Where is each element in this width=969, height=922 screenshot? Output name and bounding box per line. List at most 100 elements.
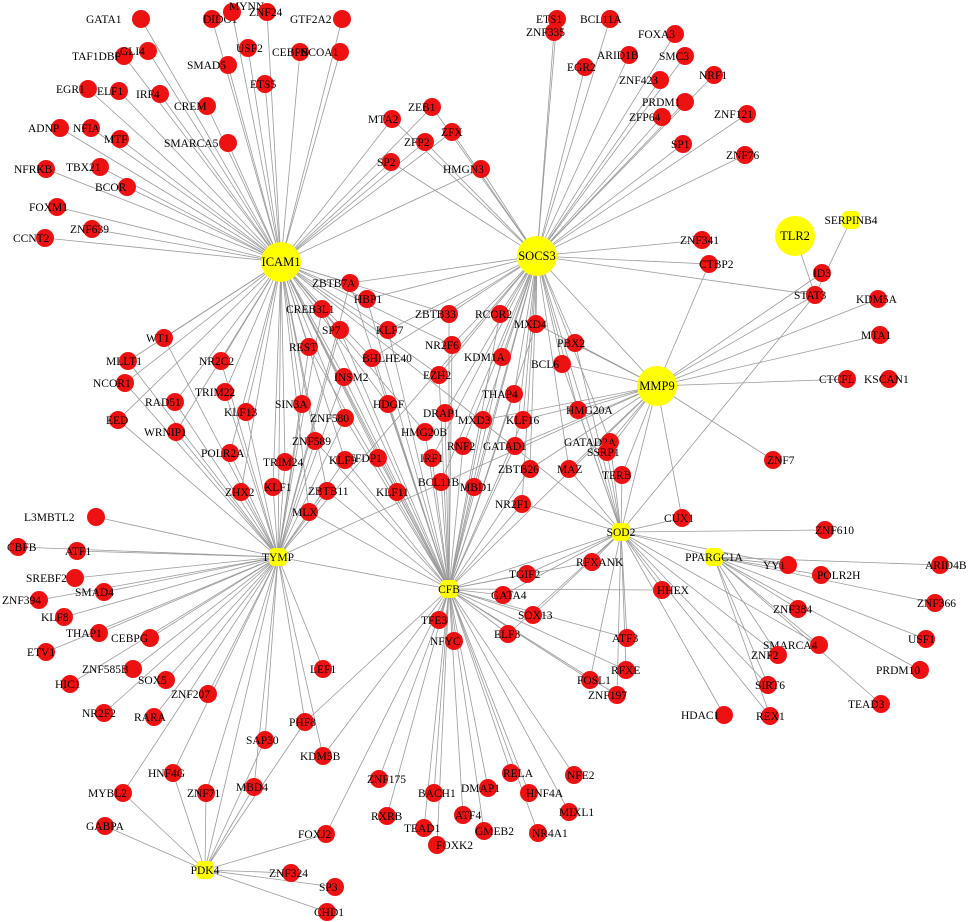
- node-marker-klf7[interactable]: [379, 321, 397, 339]
- node-rad51[interactable]: RAD51: [145, 393, 184, 411]
- node-marker-arid4b[interactable]: [931, 556, 949, 574]
- node-marker-znf197[interactable]: [608, 686, 626, 704]
- node-marker-mynn[interactable]: [223, 3, 241, 21]
- node-nfrkb[interactable]: NFRKB: [14, 160, 55, 178]
- node-marker-crem[interactable]: [198, 97, 216, 115]
- node-smad5[interactable]: SMAD5: [187, 56, 237, 74]
- node-mmp9[interactable]: MMP9: [637, 366, 677, 406]
- node-marker-bcl11b[interactable]: [432, 473, 450, 491]
- node-marker-ncor1[interactable]: [116, 374, 134, 392]
- node-nfia[interactable]: NFIA: [73, 119, 101, 137]
- node-znf423[interactable]: ZNF423: [619, 71, 669, 89]
- node-znf335[interactable]: ZNF335: [526, 23, 565, 41]
- node-znf639[interactable]: ZNF639: [70, 220, 109, 238]
- node-zfp64[interactable]: ZFP64: [629, 108, 671, 126]
- node-polr2h[interactable]: POLR2H: [812, 566, 860, 584]
- node-mixl1[interactable]: MIXL1: [559, 803, 594, 821]
- node-marker-pbx2[interactable]: [566, 334, 584, 352]
- node-zbtb7a[interactable]: ZBTB7A: [312, 274, 359, 292]
- node-rest[interactable]: REST: [289, 338, 318, 356]
- node-marker-kdm5a[interactable]: [869, 290, 887, 308]
- node-irf1[interactable]: IRF1: [420, 449, 444, 467]
- node-marker-rnf2[interactable]: [454, 437, 472, 455]
- node-marker-fosl1[interactable]: [581, 671, 599, 689]
- node-marker-rad51[interactable]: [166, 393, 184, 411]
- node-zfx[interactable]: ZFX: [441, 123, 463, 141]
- node-ctcfl[interactable]: CTCFL: [819, 370, 856, 388]
- node-pdk4[interactable]: PDK4: [191, 861, 220, 879]
- node-marker-etv1[interactable]: [37, 643, 55, 661]
- node-marker-znf610[interactable]: [816, 521, 834, 539]
- node-marker-znf71[interactable]: [197, 784, 215, 802]
- node-mta2[interactable]: MTA2: [368, 110, 401, 128]
- node-marker-sod2[interactable]: [612, 523, 630, 541]
- node-atf4[interactable]: ATF4: [454, 806, 481, 824]
- node-wt1[interactable]: WT1: [146, 329, 173, 347]
- node-gata4[interactable]: GATA4: [491, 586, 527, 604]
- node-foxk2[interactable]: FOXK2: [428, 836, 473, 854]
- node-marker-elf3[interactable]: [499, 625, 517, 643]
- node-sod2[interactable]: SOD2: [607, 523, 636, 541]
- node-marker-maz[interactable]: [560, 460, 578, 478]
- node-marker-hnf4a[interactable]: [520, 784, 538, 802]
- node-taf1dbp[interactable]: TAF1DBP: [72, 47, 133, 65]
- node-marker-rcor2[interactable]: [491, 305, 509, 323]
- node-drap1[interactable]: DRAP1: [423, 404, 460, 422]
- node-marker-zbtb26[interactable]: [521, 460, 539, 478]
- node-marker-tlr2[interactable]: [775, 216, 815, 256]
- node-marker-nfe2[interactable]: [565, 766, 583, 784]
- node-marker-znf7[interactable]: [764, 451, 782, 469]
- node-marker-gmeb2[interactable]: [475, 822, 493, 840]
- node-marker-gabpa[interactable]: [96, 817, 114, 835]
- node-marker-znf121[interactable]: [738, 105, 756, 123]
- node-sap30[interactable]: SAP30: [246, 731, 279, 749]
- node-klf8[interactable]: KLF8: [41, 608, 73, 626]
- node-sin3a[interactable]: SIN3A: [275, 395, 311, 413]
- node-tbx21[interactable]: TBX21: [66, 158, 109, 176]
- node-tfe3[interactable]: TFE3: [421, 611, 448, 629]
- node-gli4[interactable]: GLI4: [120, 42, 157, 60]
- node-bhlhe40[interactable]: BHLHE40: [362, 349, 412, 367]
- node-arid4b[interactable]: ARID4B: [925, 556, 967, 574]
- node-marker-tead1[interactable]: [415, 819, 433, 837]
- node-marker-rfxank[interactable]: [583, 553, 601, 571]
- node-hmg20b[interactable]: HMG20B: [401, 423, 447, 441]
- node-znf610[interactable]: ZNF610: [815, 521, 854, 539]
- node-znf384[interactable]: ZNF384: [773, 600, 812, 618]
- node-marker-klf16[interactable]: [514, 411, 532, 429]
- node-marker-gata1[interactable]: [132, 10, 150, 28]
- node-rfxank[interactable]: RFXANK: [576, 553, 624, 571]
- node-marker-atf3[interactable]: [618, 629, 636, 647]
- node-marker-hhex[interactable]: [653, 581, 671, 599]
- node-ets5[interactable]: ETS5: [250, 75, 276, 93]
- node-bcl11b[interactable]: BCL11B: [418, 473, 459, 491]
- node-marker-sp3[interactable]: [326, 878, 344, 896]
- node-kdm5a[interactable]: KDM5A: [856, 290, 898, 308]
- node-mllt1[interactable]: MLLT1: [106, 352, 142, 370]
- node-rxrb[interactable]: RXRB: [371, 807, 403, 825]
- node-ncoa1[interactable]: NCOA1: [300, 43, 349, 61]
- node-znf121[interactable]: ZNF121: [714, 105, 756, 123]
- node-marker-irf1[interactable]: [423, 449, 441, 467]
- node-klf1[interactable]: KLF1: [264, 478, 292, 496]
- node-marker-rxrb[interactable]: [378, 807, 396, 825]
- node-zbtb11[interactable]: ZBTB11: [308, 482, 349, 500]
- node-sp3[interactable]: SP3: [319, 878, 344, 896]
- node-marker-trim22[interactable]: [216, 383, 234, 401]
- node-marker-cbfb[interactable]: [9, 538, 27, 556]
- node-marker-bcl6[interactable]: [553, 355, 571, 373]
- node-marker-cebpb[interactable]: [291, 43, 309, 61]
- node-znf197[interactable]: ZNF197: [588, 686, 627, 704]
- node-marker-mllt1[interactable]: [119, 352, 137, 370]
- node-terb[interactable]: TERB: [602, 466, 632, 484]
- node-marker-cebpg[interactable]: [141, 629, 159, 647]
- node-marker-sp2[interactable]: [382, 153, 400, 171]
- node-marker-sp7[interactable]: [331, 321, 349, 339]
- node-sirt6[interactable]: SIRT6: [755, 676, 785, 694]
- node-marker-ezh2[interactable]: [430, 366, 448, 384]
- node-marker-phf8[interactable]: [296, 713, 314, 731]
- node-marker-hdgf[interactable]: [379, 395, 397, 413]
- node-maz[interactable]: MAZ: [557, 460, 583, 478]
- node-zbtb26[interactable]: ZBTB26: [498, 460, 539, 478]
- node-znf71[interactable]: ZNF71: [187, 784, 220, 802]
